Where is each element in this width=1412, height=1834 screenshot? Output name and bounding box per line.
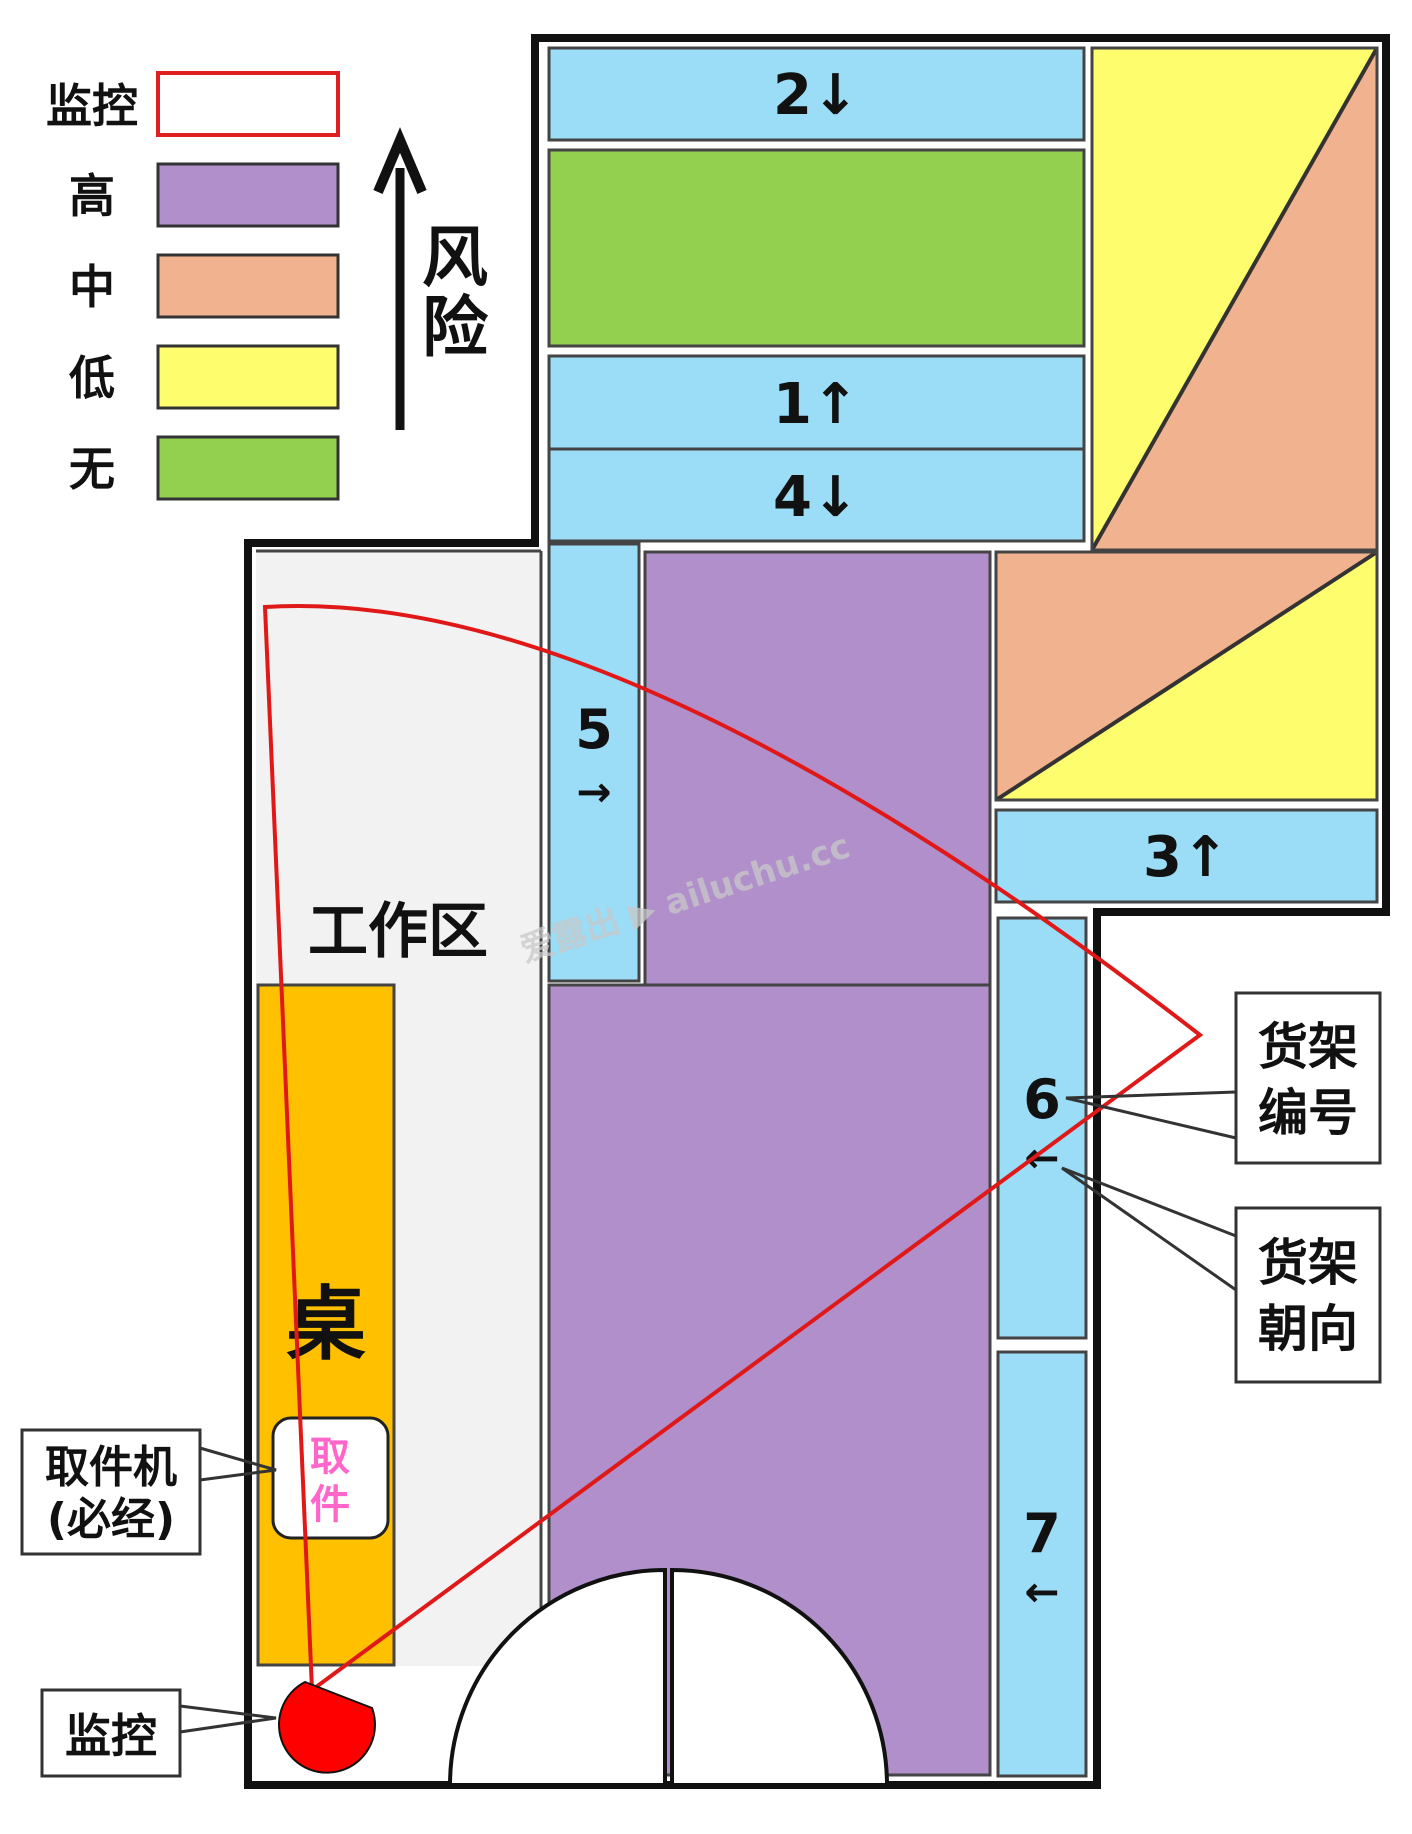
right-mid-mixed-zone [994, 550, 1379, 802]
risk-label-char-1: 风 [422, 219, 488, 296]
callout-shelf-number-line1: 货架 [1258, 1018, 1358, 1076]
legend-label-none: 无 [69, 442, 115, 496]
shelf-3-label: 3↑ [1143, 825, 1229, 890]
shelf-2-label: 2↓ [773, 63, 859, 128]
shelf-5-number: 5 [575, 698, 613, 761]
legend-swatch-camera [156, 71, 340, 137]
shelf-2: 2↓ [547, 46, 1086, 142]
shelf-3: 3↑ [994, 808, 1379, 904]
shelf-5: 5 → [547, 542, 641, 983]
shelf-6-number: 6 [1023, 1068, 1061, 1131]
shelf-7-number: 7 [1023, 1502, 1061, 1565]
legend: 监控 高 中 低 无 风 险 [46, 71, 489, 501]
callout-camera-label: 监控 [65, 1709, 157, 1763]
pickup-label-char-2: 件 [310, 1482, 350, 1528]
callout-shelf-direction-line1: 货架 [1258, 1234, 1358, 1292]
callout-shelf-direction: 货架 朝向 [1061, 1166, 1382, 1384]
legend-swatch-medium [156, 253, 340, 319]
risk-label-char-2: 险 [422, 289, 489, 366]
callout-camera: 监控 [40, 1688, 277, 1778]
camera-icon [278, 1680, 376, 1774]
desk: 桌 [256, 983, 396, 1667]
legend-swatch-low [156, 344, 340, 410]
legend-swatch-none [156, 435, 340, 501]
legend-swatch-high [156, 162, 340, 228]
work-area-label: 工作区 [308, 897, 488, 967]
legend-label-high: 高 [69, 169, 115, 223]
camera-field-of-view [262, 604, 1204, 1694]
legend-label-camera: 监控 [46, 79, 138, 133]
arrow-up-icon [373, 127, 427, 430]
shelf-1-label: 1↑ [773, 372, 859, 437]
shelf-7-direction: ← [1024, 1567, 1059, 1616]
pickup-machine: 取 件 [271, 1416, 390, 1540]
shelf-4-label: 4↓ [773, 465, 859, 530]
shelf-7: 7 ← [996, 1350, 1088, 1778]
callout-pickup-machine-line1: 取件机 [45, 1442, 177, 1493]
callout-shelf-number: 货架 编号 [1065, 991, 1382, 1165]
callout-shelf-direction-line2: 朝向 [1258, 1300, 1358, 1358]
door-arc-right [670, 1567, 890, 1787]
callout-pickup-machine-line2: (必经) [47, 1494, 175, 1545]
high-risk-zone-upper [643, 550, 992, 987]
pickup-label-char-1: 取 [310, 1434, 350, 1480]
callout-pickup-machine: 取件机 (必经) [20, 1428, 277, 1556]
door-arc-left [447, 1567, 667, 1787]
shelf-5-direction: → [576, 767, 611, 816]
shelf-1: 1↑ [547, 354, 1086, 451]
callout-shelf-number-line2: 编号 [1258, 1084, 1358, 1142]
no-risk-zone [547, 148, 1086, 348]
right-top-mixed-zone [1090, 46, 1379, 552]
legend-label-low: 低 [69, 351, 115, 405]
legend-label-medium: 中 [69, 260, 115, 314]
shelf-4: 4↓ [547, 447, 1086, 543]
